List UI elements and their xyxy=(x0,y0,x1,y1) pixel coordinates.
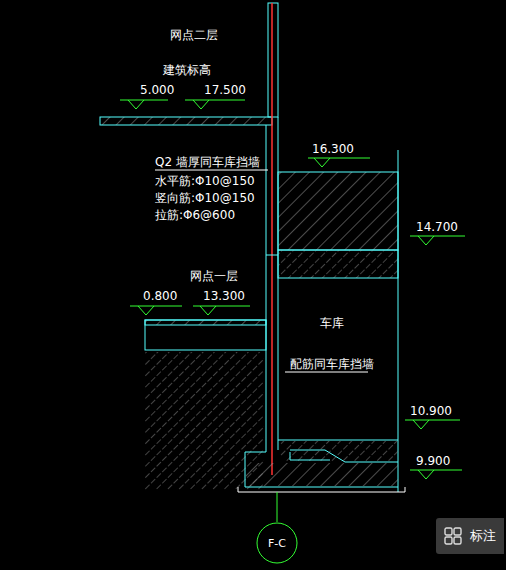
drawing-label: 5.000 xyxy=(140,83,174,97)
drawing-label: 16.300 xyxy=(312,142,354,156)
axis-label: F-C xyxy=(268,537,286,550)
grid-icon xyxy=(444,527,462,545)
toolbar-button: 标注 xyxy=(436,518,504,554)
drawing-label: Q2 墙厚同车库挡墙 xyxy=(155,155,260,169)
drawing-label: 13.300 xyxy=(203,289,245,303)
drawing-label: 10.900 xyxy=(410,404,452,418)
drawing-label: 拉筋:Φ6@600 xyxy=(155,208,235,222)
drawing-label: 竖向筋:Φ10@150 xyxy=(155,191,255,205)
drawing-label: 0.800 xyxy=(143,289,177,303)
drawing-label: 9.900 xyxy=(416,454,450,468)
drawing-label: 车库 xyxy=(320,316,344,330)
button-label: 标注 xyxy=(470,527,496,545)
drawing-label: 网点二层 xyxy=(170,28,218,42)
drawing-label: 水平筋:Φ10@150 xyxy=(155,174,255,188)
drawing-label: 网点一层 xyxy=(190,269,238,283)
drawing-label: 17.500 xyxy=(204,83,246,97)
drawing-label: 14.700 xyxy=(416,220,458,234)
drawing-label: 配筋同车库挡墙 xyxy=(290,357,374,371)
drawing-label: 建筑标高 xyxy=(163,63,211,77)
axis-bubble: F-C xyxy=(256,522,298,564)
